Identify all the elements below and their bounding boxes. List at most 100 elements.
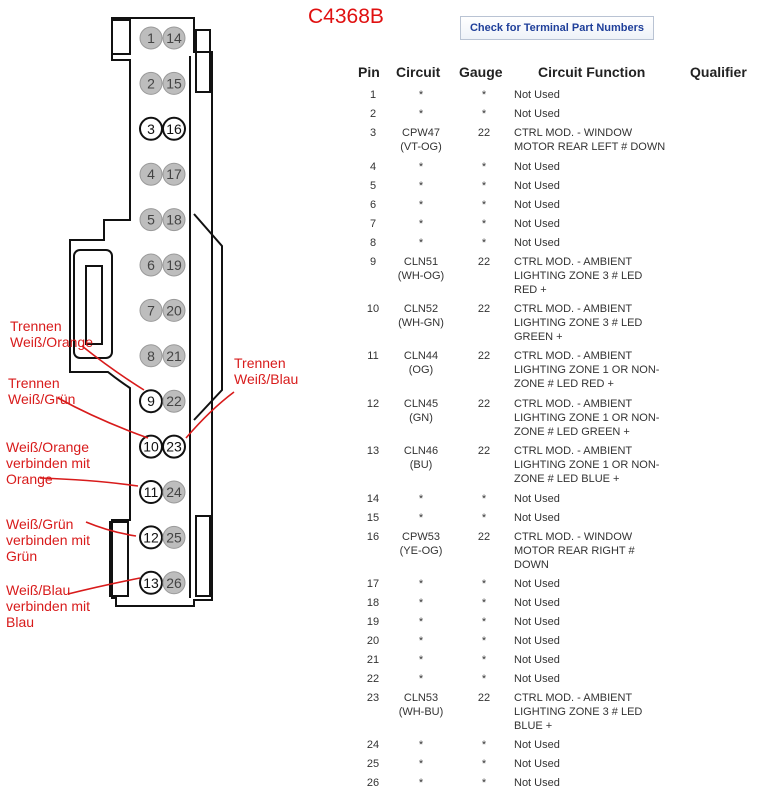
pin-number: 14: [366, 493, 380, 505]
circuit-line: *: [418, 758, 424, 770]
gauge-cell: *: [481, 578, 487, 590]
pin-26-label: 26: [166, 575, 182, 591]
circuit-line: (OG): [408, 364, 434, 376]
circuit-line: *: [418, 493, 424, 505]
pin-23-label: 23: [166, 439, 182, 455]
circuit-line: *: [418, 89, 424, 101]
function-line: CTRL MOD. - AMBIENT: [514, 256, 633, 268]
circuit-line: CLN52: [403, 303, 439, 315]
function-line: CTRL MOD. - WINDOW: [514, 531, 633, 543]
circuit-function-cell: Not Used: [514, 217, 694, 231]
function-line: CTRL MOD. - WINDOW: [514, 127, 633, 139]
pin-21-circle: [162, 344, 186, 368]
circuit-line: *: [418, 237, 424, 249]
function-line: Not Used: [514, 578, 560, 590]
pin-23-circle: [162, 434, 186, 459]
pin-22-label: 22: [166, 393, 182, 409]
pin-number: 13: [366, 445, 380, 457]
gauge-cell: 22: [477, 692, 491, 704]
gauge-cell: 22: [477, 445, 491, 457]
pin-number: 16: [366, 531, 380, 543]
gauge-cell: *: [481, 180, 487, 192]
function-line: Not Used: [514, 616, 560, 628]
pin-17-circle: [162, 162, 186, 186]
pin-9-label: 9: [147, 393, 155, 409]
circuit-cell: *: [388, 596, 454, 610]
function-line: RED +: [514, 284, 547, 296]
gauge-cell: *: [481, 654, 487, 666]
circuit-cell: *: [388, 615, 454, 629]
circuit-function-cell: Not Used: [514, 107, 694, 121]
circuit-cell: *: [388, 217, 454, 231]
pin-19-circle: [162, 253, 186, 277]
pin-6-circle: [139, 253, 163, 277]
connector-title: C4368B: [308, 5, 384, 28]
pin-25-circle: [162, 525, 186, 549]
pin-number: 1: [369, 89, 377, 101]
circuit-line: CLN51: [403, 256, 439, 268]
annotation-weiss-blau-verbinden-blau: Weiß/Blau verbinden mit Blau: [6, 582, 91, 630]
circuit-cell: CLN46(BU): [388, 444, 454, 472]
function-line: BLUE +: [514, 720, 553, 732]
function-line: GREEN +: [514, 331, 563, 343]
pin-21-label: 21: [166, 348, 182, 364]
pin-1-label: 1: [147, 30, 155, 46]
circuit-line: *: [418, 180, 424, 192]
pin-number: 9: [369, 256, 377, 268]
gauge-cell: 22: [477, 256, 491, 268]
annotation-trennen-weiss-blau: Trennen Weiß/Blau: [234, 355, 299, 387]
circuit-line: *: [418, 654, 424, 666]
circuit-line: (BU): [409, 459, 433, 471]
pin-18-circle: [162, 208, 186, 232]
circuit-line: CPW47: [402, 127, 440, 139]
circuit-line: *: [418, 597, 424, 609]
pin-number: 21: [366, 654, 380, 666]
circuit-line: (WH-OG): [397, 270, 445, 282]
circuit-line: CLN45: [403, 398, 439, 410]
circuit-cell: *: [388, 757, 454, 771]
circuit-line: (WH-GN): [398, 317, 444, 329]
pin-25-label: 25: [166, 529, 182, 545]
circuit-line: *: [418, 108, 424, 120]
circuit-function-cell: Not Used: [514, 198, 694, 212]
circuit-cell: *: [388, 738, 454, 752]
function-line: Not Used: [514, 237, 560, 249]
function-line: Not Used: [514, 654, 560, 666]
check-terminal-part-numbers-button[interactable]: Check for Terminal Part Numbers: [460, 16, 654, 40]
pin-16-circle: [162, 116, 186, 141]
annotation-weiss-orange-verbinden-orange: Weiß/Orange verbinden mit Orange: [6, 439, 91, 487]
function-line: Not Used: [514, 218, 560, 230]
annotation-lines: [39, 345, 235, 595]
pin-number: 25: [366, 758, 380, 770]
pin-11-label: 11: [144, 484, 159, 500]
circuit-line: (YE-OG): [399, 545, 443, 557]
pin-number: 23: [366, 692, 380, 704]
circuit-line: CLN53: [403, 692, 439, 704]
gauge-cell: *: [481, 493, 487, 505]
circuit-cell: CLN53(WH-BU): [388, 691, 454, 719]
pin-11-circle: [139, 480, 163, 504]
gauge-cell: *: [481, 777, 487, 789]
function-line: ZONE # LED GREEN +: [514, 426, 630, 438]
pin-13-circle: [139, 570, 163, 595]
circuit-cell: CLN45(GN): [388, 397, 454, 425]
function-line: Not Used: [514, 635, 560, 647]
function-line: Not Used: [514, 512, 560, 524]
pin-number: 24: [366, 739, 380, 751]
function-line: LIGHTING ZONE 3 # LED: [514, 317, 643, 329]
circuit-cell: *: [388, 577, 454, 591]
pin-number: 5: [369, 180, 377, 192]
circuit-cell: *: [388, 198, 454, 212]
pin-number: 26: [366, 777, 380, 789]
annotation-trennen-weiss-gruen: Trennen Weiß/Grün: [8, 375, 76, 407]
circuit-function-cell: Not Used: [514, 88, 694, 102]
function-line: MOTOR REAR RIGHT #: [514, 545, 635, 557]
pin-24-label: 24: [166, 484, 182, 500]
circuit-cell: CPW53(YE-OG): [388, 530, 454, 558]
pin-1-circle: [139, 26, 163, 50]
pin-9-circle: [139, 389, 163, 414]
pin-number: 6: [369, 199, 377, 211]
